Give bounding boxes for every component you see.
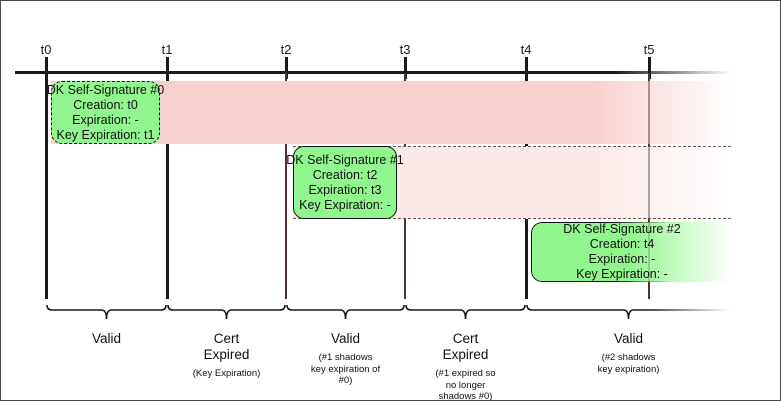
signature-2-creation: Creation: t4 [589, 237, 655, 251]
segment-cert-expired-2-brace [405, 304, 526, 321]
signature-2-expiration: Expiration: - [588, 252, 656, 266]
segment-valid-3-note: (#2 shadows key expiration) [597, 352, 660, 375]
signature-box-1: DK Self-Signature #1 Creation: t2 Expira… [286, 146, 404, 219]
segment-valid-1-label: Valid [46, 331, 167, 347]
segment-valid-3-brace [526, 304, 731, 321]
segment-valid-2-label: Valid (#1 shadows key expiration of #0) [286, 331, 405, 387]
timeline-axis [15, 71, 731, 74]
signature-1-expiration: Expiration: t3 [308, 182, 382, 197]
axis-tick-t3 [404, 57, 407, 79]
segment-cert-expired-1-title: Cert Expired [203, 331, 250, 362]
segment-valid-2-title: Valid [330, 331, 361, 346]
segment-valid-2-brace [286, 304, 405, 321]
axis-tick-t1 [166, 57, 169, 79]
axis-tick-label-t4: t4 [520, 42, 532, 57]
segment-valid-1-title: Valid [91, 331, 122, 346]
signature-box-0: DK Self-Signature #0 Creation: t0 Expira… [47, 81, 164, 144]
segment-cert-expired-2-title: Cert Expired [442, 331, 489, 362]
signature-1-creation: Creation: t2 [312, 167, 378, 182]
axis-tick-t2 [285, 57, 288, 79]
segment-valid-2-note: (#1 shadows key expiration of #0) [310, 352, 381, 386]
validity-band-sig0 [51, 81, 731, 144]
segment-cert-expired-1-note: (Key Expiration) [192, 368, 261, 379]
segment-cert-expired-2-note: (#1 expired so no longer shadows #0) [435, 368, 496, 401]
signature-box-2: DK Self-Signature #2 Creation: t4 Expira… [531, 222, 731, 282]
segment-cert-expired-1-brace [167, 304, 286, 321]
signature-2-key-expiration: Key Expiration: - [576, 267, 668, 281]
axis-tick-label-t0: t0 [40, 42, 52, 57]
signature-0-expiration: Expiration: - [72, 112, 139, 127]
timeline-guide-t2 [285, 73, 287, 299]
axis-tick-t0 [45, 57, 48, 79]
segment-cert-expired-2-label: Cert Expired (#1 expired so no longer sha… [405, 331, 526, 401]
axis-tick-label-t1: t1 [161, 42, 173, 57]
signature-0-title: DK Self-Signature #0 [46, 82, 165, 97]
timeline-guide-t1 [166, 73, 169, 299]
timeline-guide-t0 [45, 73, 48, 299]
signature-0-key-expiration: Key Expiration: t1 [56, 127, 155, 142]
axis-tick-t4 [525, 57, 528, 79]
segment-valid-3-title: Valid [613, 331, 644, 346]
axis-tick-label-t5: t5 [643, 42, 655, 57]
signature-1-key-expiration: Key Expiration: - [299, 197, 391, 212]
segment-cert-expired-1-label: Cert Expired (Key Expiration) [167, 331, 286, 380]
axis-tick-label-t2: t2 [280, 42, 292, 57]
signature-1-title: DK Self-Signature #1 [286, 152, 404, 167]
signature-2-title: DK Self-Signature #2 [563, 222, 681, 236]
signature-0-creation: Creation: t0 [73, 97, 138, 112]
segment-valid-3-label: Valid (#2 shadows key expiration) [526, 331, 731, 375]
axis-tick-label-t3: t3 [399, 42, 411, 57]
segment-valid-1-brace [46, 304, 167, 321]
axis-tick-t5 [648, 57, 651, 79]
